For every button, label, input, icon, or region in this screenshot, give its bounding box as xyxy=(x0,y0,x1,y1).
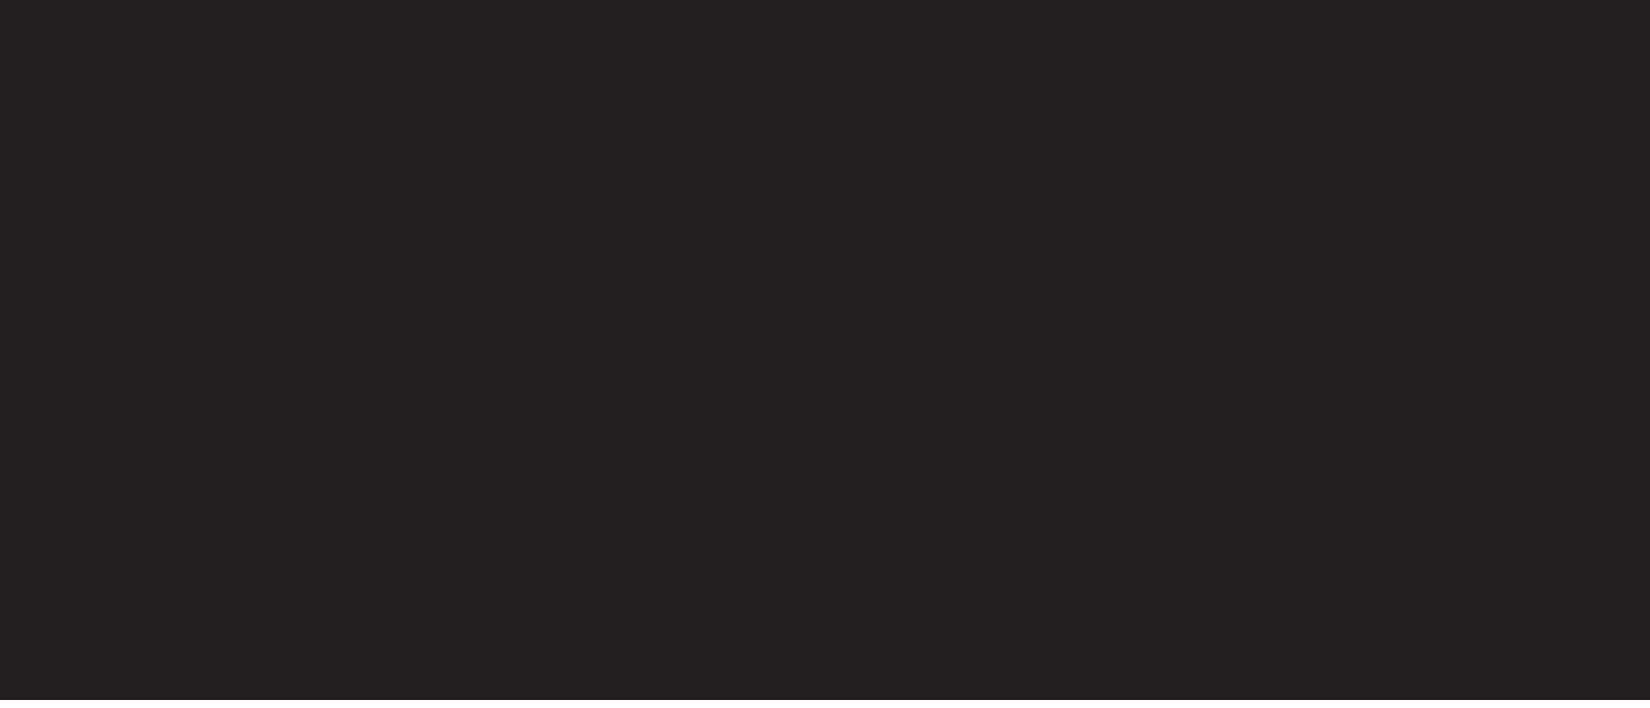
page-underlay-strip xyxy=(0,700,1650,708)
